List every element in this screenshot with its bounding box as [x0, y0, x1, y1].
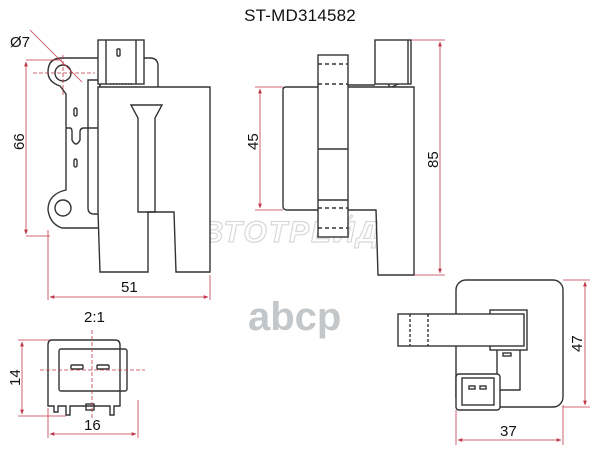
top-height-label: 47	[569, 335, 586, 352]
side-view	[282, 39, 415, 276]
body-height-label: 45	[245, 133, 262, 150]
part-number-title: ST-MD314582	[244, 6, 356, 25]
front-width-label: 51	[121, 279, 138, 296]
top-view	[397, 279, 564, 411]
connector-scale-label: 2:1	[84, 309, 105, 326]
front-view-dimensions	[24, 29, 211, 300]
hole-diameter-label: Ø7	[10, 34, 30, 51]
connector-view	[47, 339, 128, 416]
watermark-logo: abcp	[248, 295, 341, 339]
mounting-height-label: 66	[11, 133, 28, 150]
side-view-dimensions	[255, 39, 445, 276]
connector-width-label: 16	[84, 417, 101, 434]
top-view-dimensions	[455, 279, 590, 445]
connector-dimensions	[18, 330, 145, 438]
connector-height-label: 14	[7, 369, 24, 386]
front-view	[47, 39, 211, 273]
top-width-label: 37	[500, 423, 517, 440]
total-height-label: 85	[425, 151, 442, 168]
